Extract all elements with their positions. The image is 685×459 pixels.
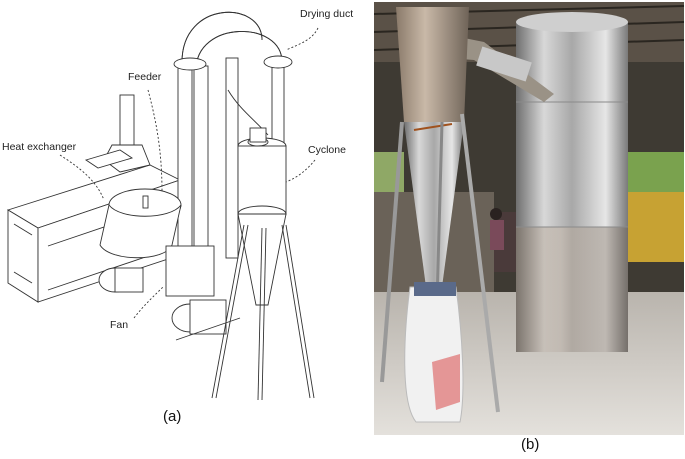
heat-exchanger-leader (59, 154, 105, 201)
panel-a-drawing: Drying duct Feeder Heat exchanger Cyclon… (2, 8, 353, 401)
cyclone-label: Cyclone (308, 144, 346, 156)
dryer-line-drawing: Drying duct Feeder Heat exchanger Cyclon… (2, 8, 353, 401)
panel-b-photo (374, 2, 684, 435)
fan-leader (133, 285, 165, 319)
drying-duct-shape (173, 11, 293, 259)
feeder-label: Feeder (128, 71, 162, 83)
caption-a: (a) (163, 408, 182, 425)
drying-duct-leader (285, 27, 319, 51)
heat-exchanger-label: Heat exchanger (2, 141, 77, 153)
fan-label: Fan (110, 319, 128, 331)
drying-duct-label: Drying duct (300, 8, 353, 20)
feeder-leader (147, 89, 163, 193)
caption-b: (b) (521, 436, 540, 453)
feeder-shape (98, 188, 182, 293)
fan-shape (165, 245, 241, 341)
cyclone-leader (285, 159, 316, 183)
cyclone-shape (211, 127, 315, 401)
dryer-photo-illustration (374, 2, 684, 435)
